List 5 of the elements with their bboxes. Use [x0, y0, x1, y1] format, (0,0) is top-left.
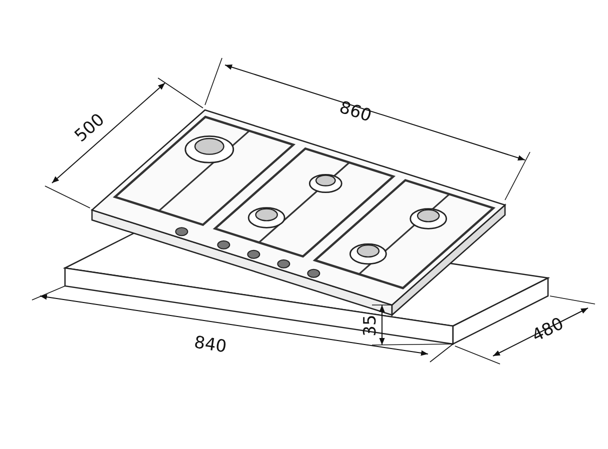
dimension-label: 840 [192, 334, 228, 356]
dimension-label: 35 [362, 314, 380, 336]
dimension-label: 860 [337, 99, 374, 125]
dimension-label: 480 [530, 315, 567, 345]
dimension-label: 500 [72, 110, 108, 146]
